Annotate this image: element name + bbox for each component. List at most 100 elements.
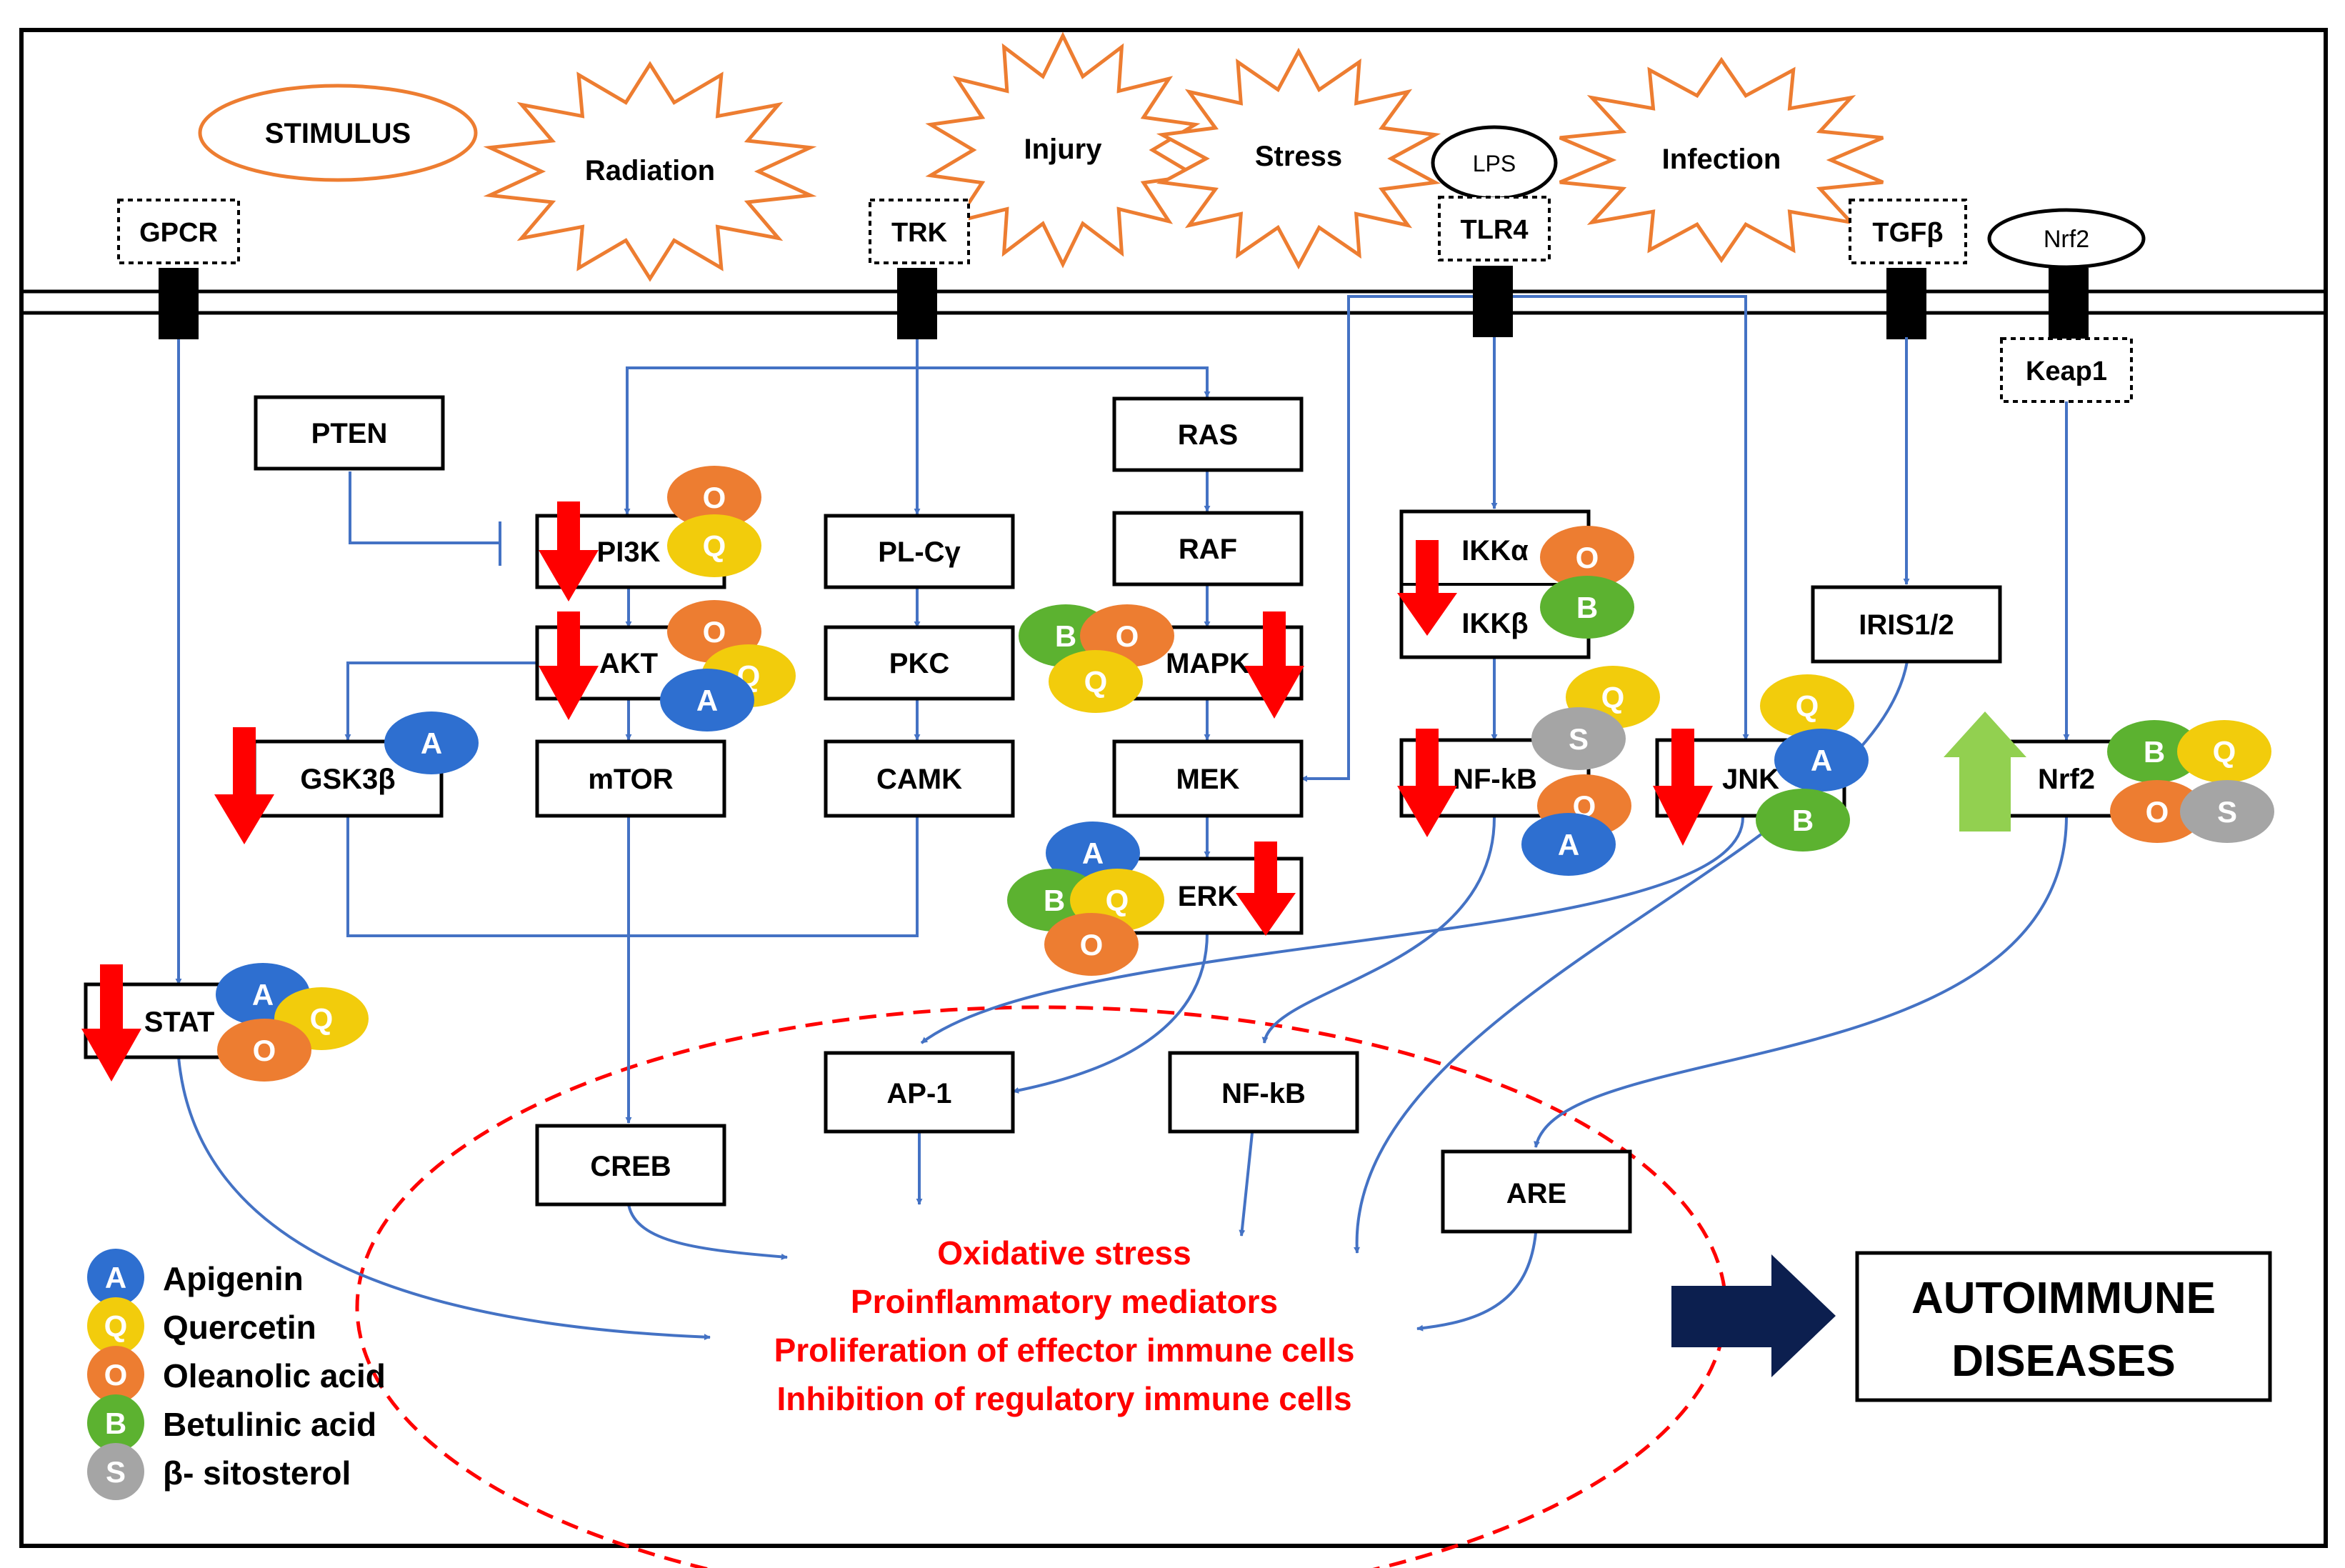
big-result-arrow [1671, 1254, 1836, 1377]
down-arrow-pi3k [539, 501, 599, 601]
keap1-label: Keap1 [2026, 356, 2107, 386]
compound-badge-letter: A [1811, 744, 1832, 777]
nrf2-ligand: Nrf2 [1987, 208, 2146, 269]
compound-badge-letter: S [1569, 722, 1589, 756]
legend-label-quercetin: Quercetin [163, 1309, 316, 1346]
legend-badge-s [87, 1443, 144, 1500]
ras-label: RAS [1178, 419, 1238, 451]
compound-badge-betulinic-acid: B [2107, 720, 2201, 783]
legend-letter-o: O [104, 1358, 128, 1392]
akt-label: AKT [599, 648, 658, 679]
compound-badge-quercetin: Q [2177, 720, 2271, 783]
compound-badge-quercetin: Q [1760, 674, 1854, 737]
erk-label: ERK [1178, 881, 1239, 912]
compound-badge-letter: O [253, 1034, 276, 1067]
node-nfkb-nuc: NF-kB [1168, 1051, 1359, 1134]
node-pten: PTEN [254, 395, 445, 471]
compound-badge-quercetin: Q [1049, 650, 1143, 713]
lps-label: LPS [1473, 151, 1516, 176]
infection-label: Infection [1662, 144, 1781, 175]
compound-badge-letter: Q [1106, 884, 1129, 917]
tlr4-label: TLR4 [1461, 215, 1529, 245]
compound-badge-oleanolic-acid: O [1044, 913, 1139, 976]
nrf2-label: Nrf2 [2038, 764, 2095, 795]
jnk-label: JNK [1722, 764, 1779, 795]
compound-badge-letter: B [1576, 591, 1598, 624]
compound-badge-letter: O [703, 481, 726, 514]
pi3k-label: PI3K [597, 536, 661, 568]
compound-badge-oleanolic-acid: O [1540, 526, 1634, 589]
compound-badge-letter: Q [310, 1002, 334, 1036]
outcome-list: Oxidative stress Proinflammatory mediato… [774, 1234, 1355, 1417]
legend-item-sitosterol: S β- sitosterol [87, 1443, 351, 1500]
pkc-label: PKC [889, 648, 949, 679]
receptor-keap1: Keap1 [2000, 337, 2133, 403]
gsk3b-label: GSK3β [300, 764, 395, 795]
compound-badge-oleanolic-acid: O [2110, 780, 2204, 843]
mapk-label: MAPK [1166, 648, 1250, 679]
stress-label: Stress [1255, 141, 1342, 172]
compound-badge-apigenin: A [1774, 729, 1869, 792]
compound-badge-letter: A [421, 726, 442, 760]
nfkb-cyto-label: NF-kB [1453, 764, 1537, 795]
lps-ligand: LPS [1431, 125, 1558, 201]
node-gsk3b: GSK3β [252, 739, 444, 818]
ap1-label: AP-1 [886, 1078, 951, 1109]
legend-letter-b: B [105, 1407, 126, 1440]
legend-letter-a: A [105, 1261, 126, 1294]
node-plcg: PL-Cγ [824, 514, 1015, 589]
compound-badge-betulinic-acid: B [1540, 576, 1634, 639]
compound-badge-letter: S [2217, 795, 2237, 829]
compound-badge-letter: Q [1084, 665, 1108, 699]
legend-item-quercetin: Q Quercetin [87, 1297, 316, 1354]
down-arrow-stat [81, 964, 141, 1082]
mek-label: MEK [1176, 764, 1240, 795]
stimulus-label: STIMULUS [265, 118, 411, 149]
legend-item-oleanolic: O Oleanolic acid [87, 1346, 386, 1403]
compound-badge-sitosterol: S [2180, 780, 2274, 843]
receptor-tgfb: TGFβ [1849, 199, 1967, 264]
down-arrow-nfkb [1397, 729, 1457, 837]
raf-label: RAF [1179, 534, 1237, 565]
compound-badge-letter: B [1792, 804, 1814, 837]
legend-label-apigenin: Apigenin [163, 1260, 304, 1297]
node-ap1: AP-1 [824, 1051, 1015, 1134]
legend-label-betulinic: Betulinic acid [163, 1406, 376, 1443]
legend-badge-q [87, 1297, 144, 1354]
creb-label: CREB [590, 1151, 671, 1182]
camk-label: CAMK [876, 764, 962, 795]
compound-badge-quercetin: Q [667, 514, 761, 577]
outcome-inhibition: Inhibition of regulatory immune cells [776, 1380, 1351, 1417]
compound-badge-letter: Q [2213, 735, 2236, 769]
iris-label: IRIS1/2 [1859, 609, 1954, 641]
compound-badge-letter: B [1055, 619, 1076, 653]
node-creb: CREB [535, 1124, 726, 1207]
radiation-burst: Radiation [483, 61, 817, 282]
down-arrow-ikk [1397, 540, 1457, 636]
down-arrow-akt [539, 611, 599, 720]
ikkb-label: IKKβ [1461, 608, 1528, 639]
node-are: ARE [1441, 1149, 1632, 1234]
compound-badge-letter: A [252, 978, 274, 1012]
node-camk: CAMK [824, 739, 1015, 818]
legend-letter-s: S [106, 1455, 126, 1489]
compound-badge-apigenin: A [1521, 813, 1616, 876]
compound-badge-letter: O [2146, 795, 2169, 829]
node-raf: RAF [1112, 511, 1304, 586]
result-box: AUTOIMMUNE DISEASES [1855, 1251, 2272, 1402]
compound-badge-apigenin: A [384, 711, 479, 774]
compound-badge-letter: O [1576, 541, 1599, 574]
result-line-1: AUTOIMMUNE [1911, 1274, 2216, 1323]
legend-badge-o [87, 1346, 144, 1403]
compound-badge-letter: B [1044, 884, 1065, 917]
receptor-trk: TRK [869, 199, 970, 264]
result-line-2: DISEASES [1951, 1337, 2176, 1386]
stimulus-ellipse: STIMULUS [198, 84, 478, 182]
compound-badge-letter: A [696, 684, 718, 717]
nrf2-ligand-label: Nrf2 [2044, 226, 2089, 253]
stress-burst: Stress [1156, 47, 1441, 270]
compound-badge-letter: A [1558, 828, 1579, 862]
up-arrow-nrf2 [1944, 711, 2026, 832]
legend-badge-a [87, 1249, 144, 1306]
